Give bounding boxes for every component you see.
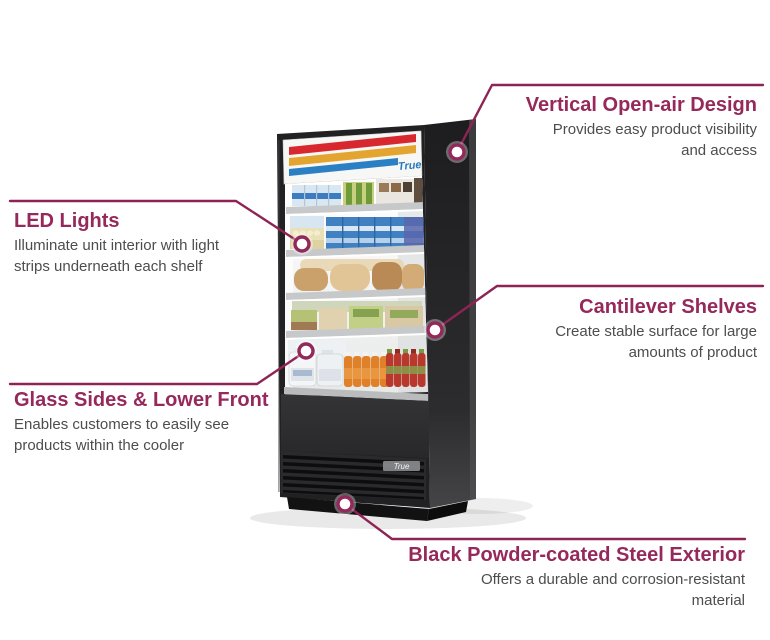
callout-led-lights: LED Lights Illuminate unit interior with… <box>14 209 242 277</box>
products-row-2 <box>290 216 425 251</box>
cabinet-base-side <box>427 501 468 521</box>
callout-vertical-open-air: Vertical Open-air Design Provides easy p… <box>526 93 757 161</box>
callout-title: Cantilever Shelves <box>579 296 757 318</box>
callout-steel-exterior: Black Powder-coated Steel Exterior Offer… <box>408 543 745 611</box>
cabinet-side-panel <box>424 119 476 508</box>
products-row-3 <box>294 259 424 291</box>
cooler-interior <box>284 176 428 401</box>
callout-markers <box>291 141 468 515</box>
sign-stripe-blue <box>289 158 398 176</box>
marker-glass-sides <box>295 340 317 362</box>
sign-stripe-red <box>289 134 416 155</box>
canopy-light <box>285 176 422 187</box>
callout-title: Vertical Open-air Design <box>525 94 757 116</box>
shelf-1 <box>286 202 426 216</box>
brand-logo-text: True <box>397 159 422 173</box>
callout-description: Offers a durable and corrosion-resistant… <box>480 571 745 609</box>
lower-front-panel <box>281 394 429 458</box>
marker-vertical-open-air <box>446 141 468 163</box>
callout-description: Illuminate unit interior with light stri… <box>14 237 220 275</box>
brand-badge-text: True <box>394 462 410 471</box>
cabinet-base <box>287 497 429 521</box>
orange-juice-bottles <box>344 352 389 387</box>
products-row-1 <box>292 178 425 206</box>
products-row-5 <box>288 340 426 387</box>
cabinet-left-edge-highlight <box>278 140 280 492</box>
callout-cantilever-shelves: Cantilever Shelves Create stable surface… <box>537 295 757 363</box>
sign-stripe-gold <box>289 145 416 166</box>
callout-title: Black Powder-coated Steel Exterior <box>408 544 745 566</box>
shelf-3 <box>286 288 426 302</box>
bottom-deck-rail <box>284 387 428 401</box>
shelf-2 <box>286 245 426 259</box>
lower-front: True <box>281 394 429 500</box>
marker-steel-exterior <box>334 493 356 515</box>
callout-description: Enables customers to easily see products… <box>14 416 230 454</box>
callout-title: Glass Sides & Lower Front <box>14 389 269 411</box>
leader-cantilever-shelves <box>433 284 765 332</box>
shelf-4 <box>286 326 426 340</box>
marker-cantilever-shelves <box>424 319 446 341</box>
callout-glass-sides-lower-front: Glass Sides & Lower Front Enables custom… <box>14 388 269 456</box>
callout-title: LED Lights <box>14 210 120 232</box>
products-row-4 <box>291 301 423 330</box>
callout-description: Create stable surface for large amounts … <box>555 323 757 361</box>
sign-panel: True <box>282 130 423 185</box>
leader-glass-sides <box>8 349 308 386</box>
callout-description: Provides easy product visibility and acc… <box>552 121 757 159</box>
leader-vertical-open-air <box>455 83 765 154</box>
leader-led-lights <box>8 199 304 246</box>
leader-steel-exterior <box>343 502 747 541</box>
marker-led-lights <box>291 233 313 255</box>
red-juice-bottles <box>386 349 426 387</box>
cabinet-side-edge-highlight <box>469 119 476 500</box>
brand-badge: True <box>383 461 420 471</box>
